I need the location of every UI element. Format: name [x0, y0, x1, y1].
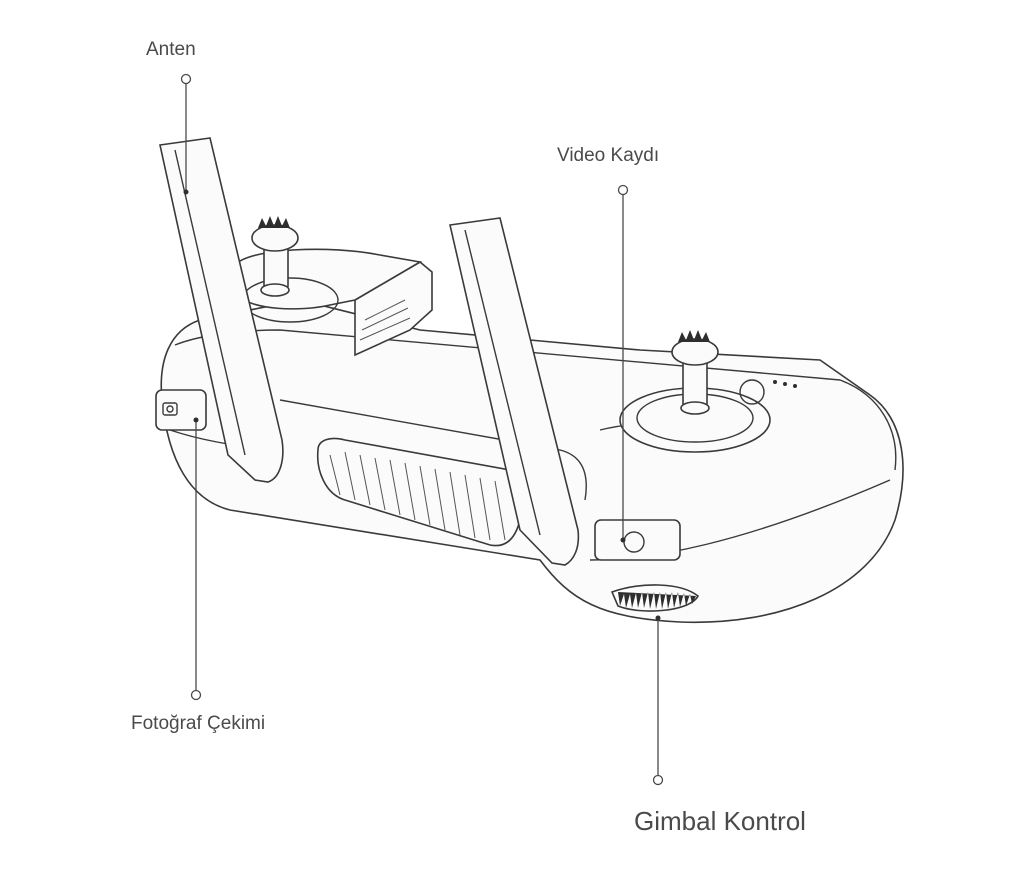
gimbal-leader-end — [655, 615, 661, 621]
video-record-label: Video Kaydı — [557, 145, 660, 166]
antenna-leader-dot — [180, 73, 192, 85]
photo-capture-label: Fotoğraf Çekimi — [131, 713, 266, 734]
photo-button — [155, 389, 207, 431]
video-leader-end — [620, 537, 626, 543]
photo-leader-dot — [190, 689, 202, 701]
right-antenna — [449, 217, 580, 566]
gimbal-dial — [610, 584, 700, 612]
photo-leader-end — [193, 417, 199, 423]
antenna-label: Anten — [146, 39, 196, 60]
left-antenna — [159, 137, 284, 483]
antenna-leader-end — [183, 189, 189, 195]
gimbal-control-label: Gimbal Kontrol — [634, 806, 806, 836]
leader-lines — [180, 73, 664, 786]
video-record-button — [594, 519, 681, 561]
right-stick — [619, 330, 797, 453]
left-stick — [234, 216, 423, 323]
video-leader-dot — [617, 184, 629, 196]
gimbal-leader-dot — [652, 774, 664, 786]
